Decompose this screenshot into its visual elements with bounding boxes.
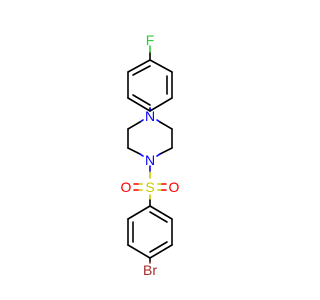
bond (132, 65, 151, 76)
fluorophenyl-ring (127, 59, 173, 112)
bond (132, 94, 151, 106)
bond (159, 147, 173, 155)
fluorine-atom-label: F (146, 32, 155, 48)
oxygen-left-atom-label: O (121, 179, 132, 195)
bond (149, 205, 173, 220)
bond (127, 59, 151, 73)
molecule-diagram: F N N S O O Br (121, 32, 180, 278)
bond (149, 97, 173, 112)
bond (149, 59, 173, 73)
bond (127, 205, 151, 220)
bond (159, 121, 173, 130)
nitrogen-top-atom-label: N (145, 108, 155, 124)
bond (127, 121, 141, 130)
bond (149, 244, 173, 259)
sulfur-atom-label: S (145, 179, 154, 195)
bond (127, 147, 141, 155)
oxygen-right-atom-label: O (169, 179, 180, 195)
bond (127, 244, 151, 259)
bond (149, 241, 168, 253)
bromine-atom-label: Br (143, 262, 157, 278)
nitrogen-bottom-atom-label: N (145, 152, 155, 168)
bond (139, 153, 144, 157)
bond (156, 153, 161, 157)
bromophenyl-ring (127, 205, 173, 259)
bond (149, 211, 168, 223)
piperazine-ring (127, 119, 173, 157)
bond (127, 97, 151, 112)
